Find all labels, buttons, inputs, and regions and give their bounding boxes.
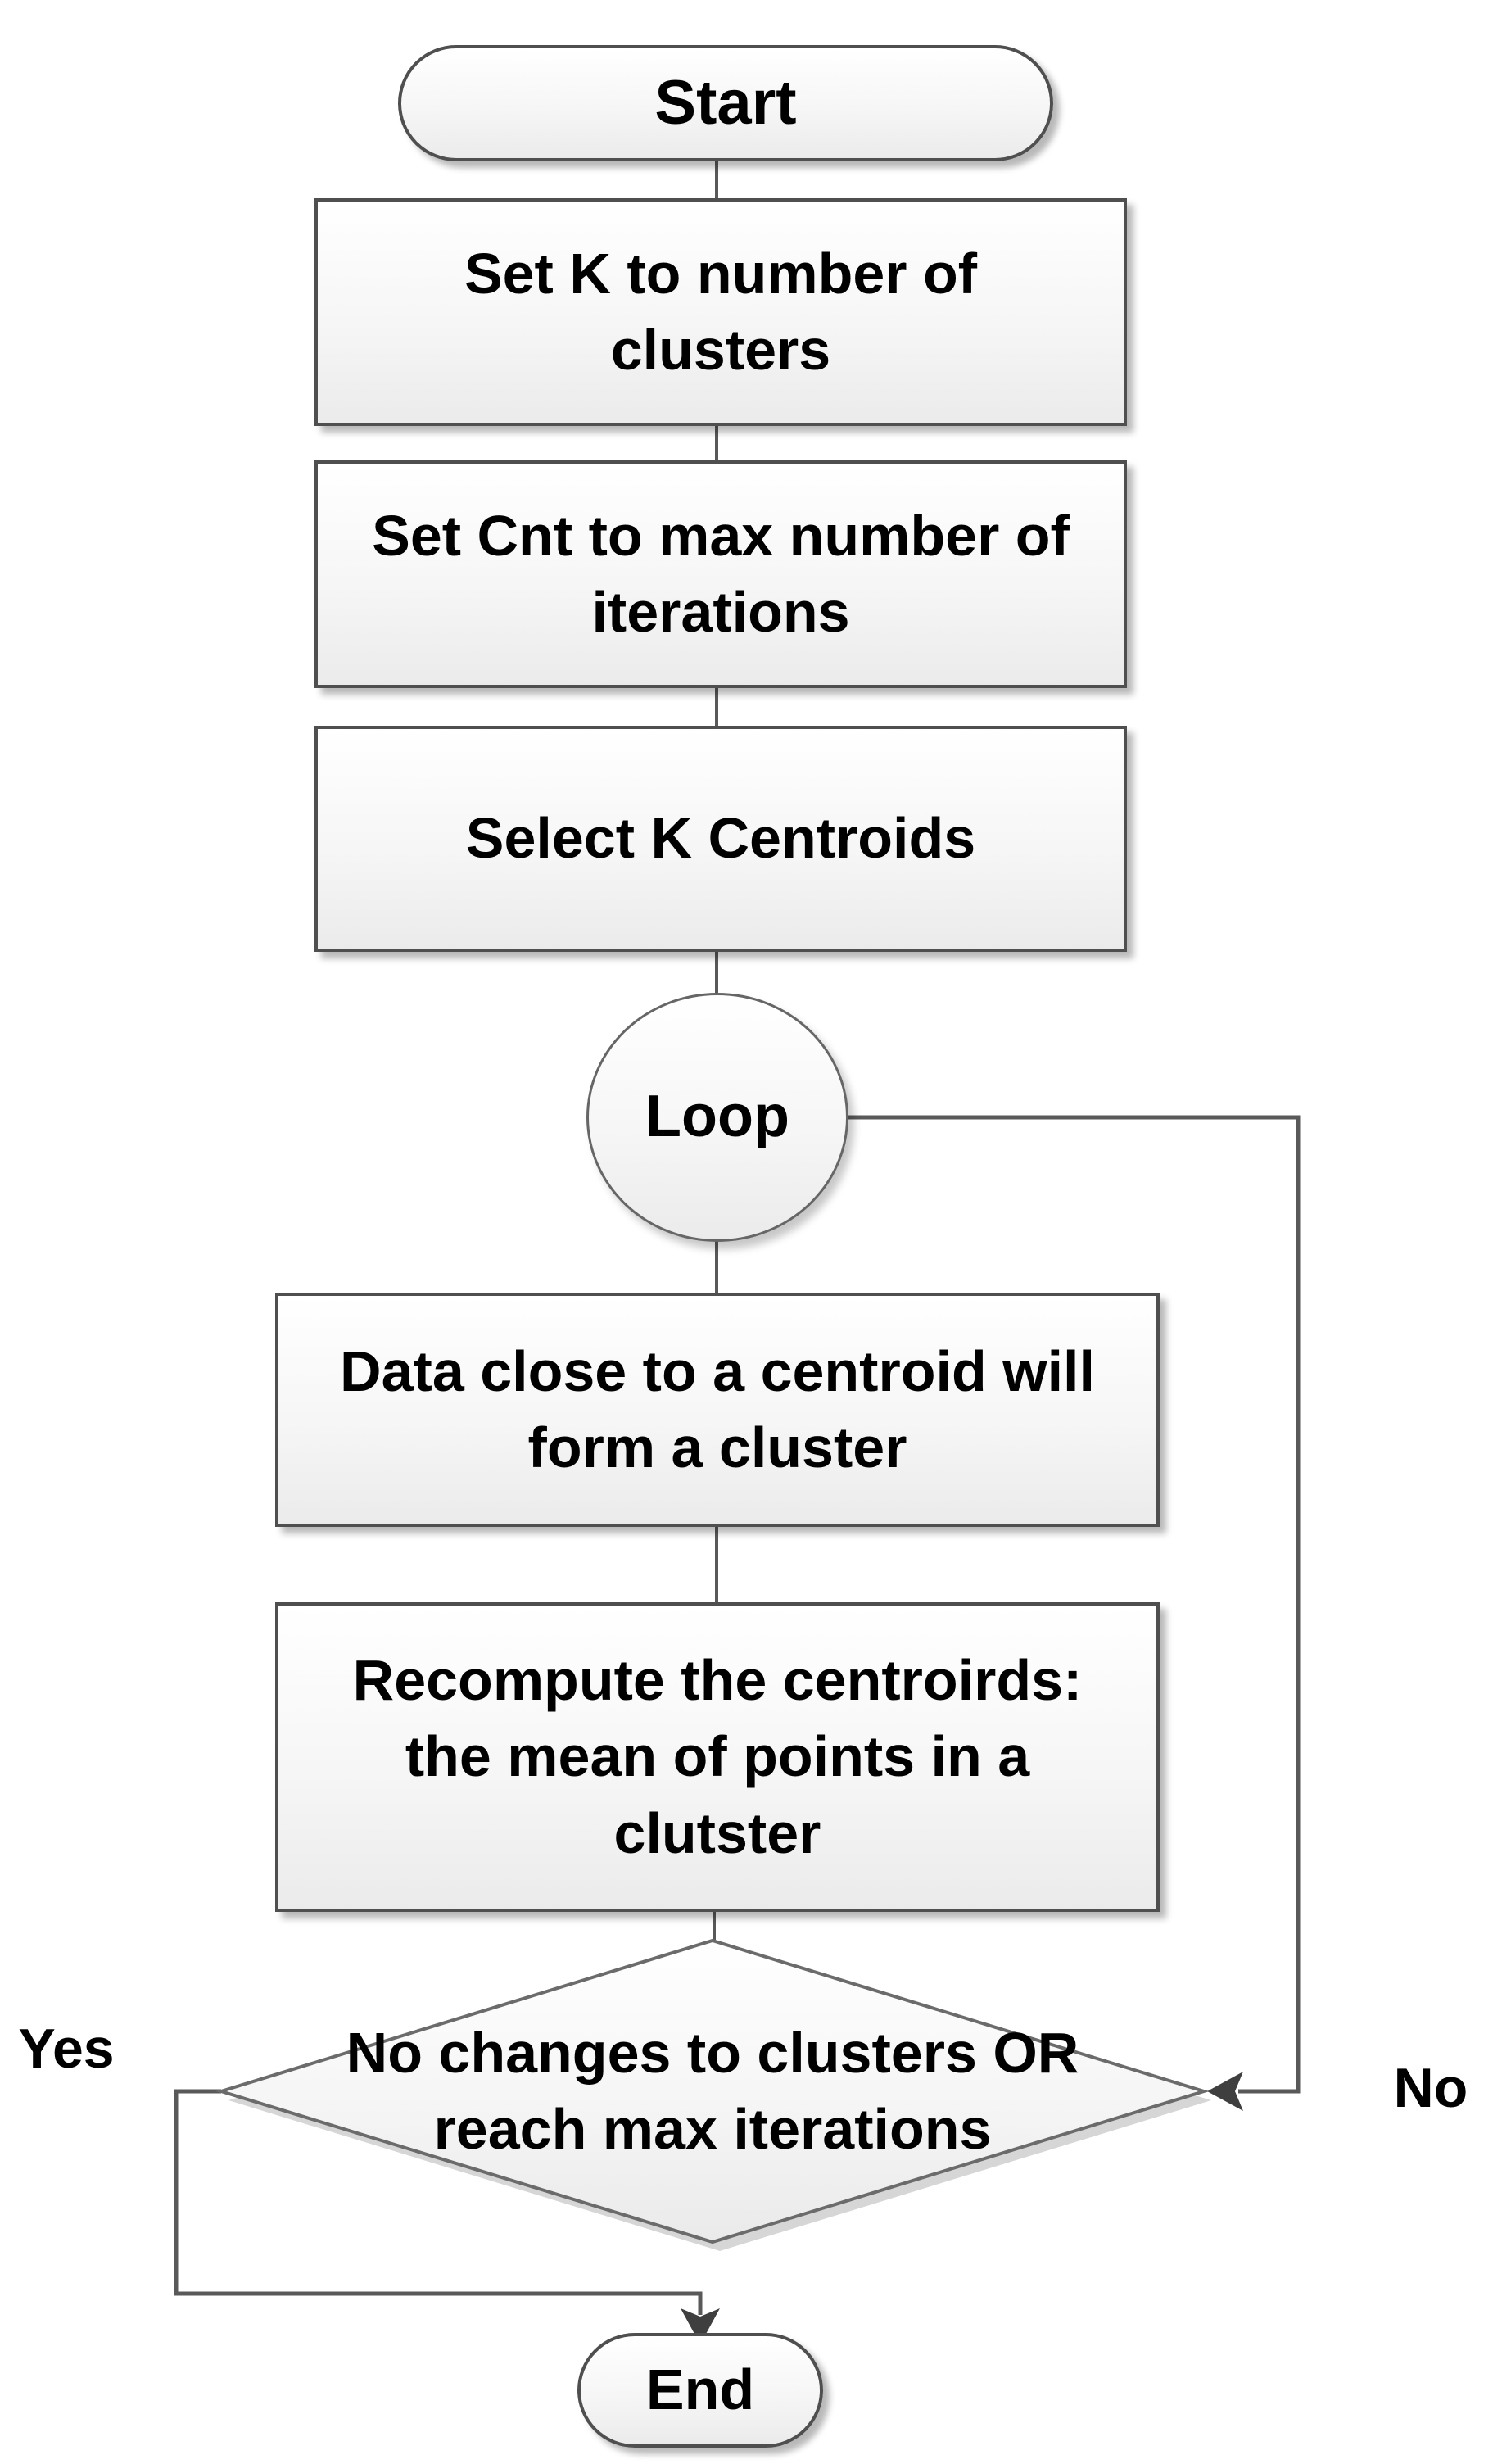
- decision-node: No changes to clusters OR reach max iter…: [221, 1941, 1204, 2242]
- loop-node: Loop: [586, 993, 848, 1242]
- branch-label-yes: Yes: [18, 2018, 115, 2080]
- process-set-cnt: Set Cnt to max number of iterations: [314, 460, 1127, 688]
- edge-decision-loop-no: [848, 1115, 1301, 2094]
- process-select-k-label: Select K Centroids: [465, 806, 976, 871]
- end-node: End: [577, 2333, 823, 2448]
- loop-label: Loop: [645, 1084, 789, 1150]
- process-select-k: Select K Centroids: [314, 726, 1127, 952]
- start-node: Start: [398, 45, 1053, 161]
- process-set-cnt-label: Set Cnt to max number of iterations: [372, 503, 1070, 644]
- process-set-k: Set K to number of clusters: [314, 198, 1127, 426]
- start-label: Start: [654, 68, 797, 138]
- end-label: End: [645, 2358, 755, 2422]
- arrowhead-yes-into-end: [681, 2308, 720, 2344]
- process-assign-cluster-label: Data close to a centroid will form a clu…: [340, 1338, 1095, 1479]
- process-recompute-centroids-label: Recompute the centroirds: the mean of po…: [352, 1648, 1083, 1865]
- decision-diamond-shape: [215, 1938, 1210, 2244]
- arrowhead-no-into-decision: [1207, 2072, 1243, 2111]
- process-recompute-centroids: Recompute the centroirds: the mean of po…: [275, 1602, 1160, 1912]
- branch-label-no: No: [1393, 2057, 1468, 2119]
- process-set-k-label: Set K to number of clusters: [464, 241, 978, 382]
- edge-decision-end-yes: [174, 2089, 703, 2315]
- process-assign-cluster: Data close to a centroid will form a clu…: [275, 1293, 1160, 1527]
- decision-label: No changes to clusters OR reach max iter…: [346, 2020, 1079, 2161]
